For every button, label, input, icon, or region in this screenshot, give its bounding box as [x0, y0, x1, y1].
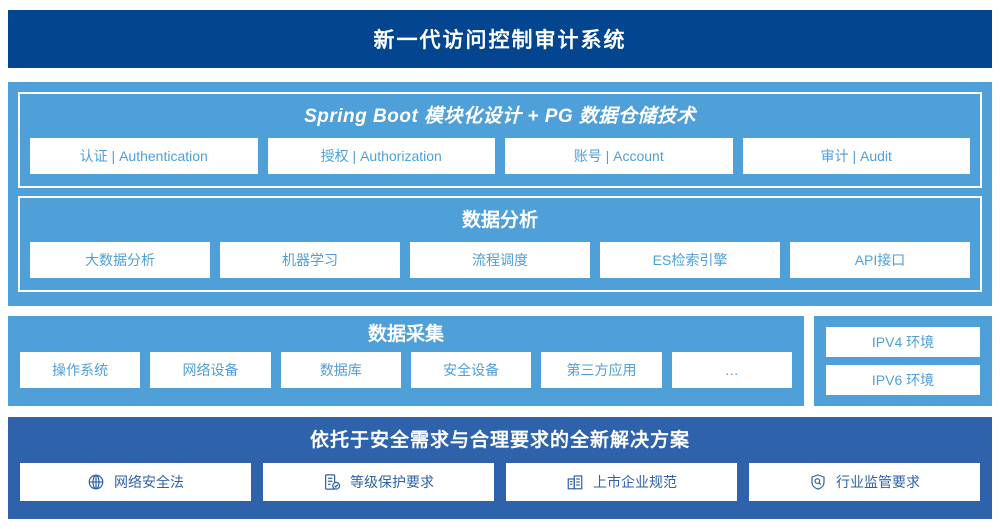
platform-panel-title: Spring Boot 模块化设计 + PG 数据仓储技术: [304, 106, 696, 127]
header-banner: 新一代访问控制审计系统: [8, 10, 992, 68]
compliance-card-label: 行业监管要求: [836, 474, 920, 490]
platform-card[interactable]: 审计 | Audit: [742, 138, 970, 174]
shield-search-icon: [809, 473, 827, 491]
collection-card-row: 操作系统 网络设备 数据库 安全设备 第三方应用 …: [20, 352, 792, 388]
collection-card-more[interactable]: …: [671, 352, 792, 388]
platform-card[interactable]: 认证 | Authentication: [30, 138, 258, 174]
collection-panel: 数据采集 操作系统 网络设备 数据库 安全设备 第三方应用 …: [8, 316, 804, 406]
analysis-card[interactable]: API接口: [790, 242, 970, 278]
globe-icon: [87, 473, 105, 491]
compliance-panel: 依托于安全需求与合理要求的全新解决方案 网络安全法: [8, 417, 992, 519]
collection-card[interactable]: 网络设备: [150, 352, 271, 388]
environment-card-ipv6[interactable]: IPV6 环境: [826, 365, 980, 395]
platform-card[interactable]: 账号 | Account: [505, 138, 733, 174]
platform-panel: Spring Boot 模块化设计 + PG 数据仓储技术 认证 | Authe…: [18, 92, 982, 188]
analysis-card[interactable]: 大数据分析: [30, 242, 210, 278]
collection-card[interactable]: 第三方应用: [541, 352, 662, 388]
upper-architecture-stack: Spring Boot 模块化设计 + PG 数据仓储技术 认证 | Authe…: [8, 82, 992, 306]
collection-card[interactable]: 数据库: [280, 352, 401, 388]
bank-building-icon: [566, 473, 584, 491]
analysis-card[interactable]: 机器学习: [220, 242, 400, 278]
environment-card-ipv4[interactable]: IPV4 环境: [826, 327, 980, 357]
analysis-card[interactable]: ES检索引擎: [600, 242, 780, 278]
collection-panel-title: 数据采集: [367, 324, 444, 345]
compliance-card-label: 上市企业规范: [593, 474, 677, 490]
compliance-card-label: 等级保护要求: [350, 474, 434, 490]
analysis-panel-title: 数据分析: [461, 210, 538, 231]
document-check-icon: [323, 473, 341, 491]
collection-card[interactable]: 操作系统: [20, 352, 141, 388]
analysis-panel: 数据分析 大数据分析 机器学习 流程调度 ES检索引擎 API接口: [18, 196, 982, 292]
compliance-panel-title: 依托于安全需求与合理要求的全新解决方案: [309, 430, 690, 451]
compliance-card-grade-protection[interactable]: 等级保护要求: [263, 463, 494, 501]
platform-card[interactable]: 授权 | Authorization: [267, 138, 495, 174]
environment-panel: IPV4 环境 IPV6 环境: [814, 316, 992, 406]
compliance-card-industry-regulation[interactable]: 行业监管要求: [749, 463, 980, 501]
compliance-card-row: 网络安全法 等级保护要求: [20, 463, 980, 501]
analysis-card-row: 大数据分析 机器学习 流程调度 ES检索引擎 API接口: [30, 242, 970, 278]
compliance-card-cybersecurity-law[interactable]: 网络安全法: [20, 463, 251, 501]
compliance-card-label: 网络安全法: [114, 474, 184, 490]
analysis-card[interactable]: 流程调度: [410, 242, 590, 278]
compliance-card-listed-enterprise[interactable]: 上市企业规范: [506, 463, 737, 501]
platform-card-row: 认证 | Authentication 授权 | Authorization 账…: [30, 138, 970, 174]
page-title: 新一代访问控制审计系统: [373, 29, 627, 52]
collection-row: 数据采集 操作系统 网络设备 数据库 安全设备 第三方应用 … IPV4 环境 …: [8, 316, 992, 406]
collection-card[interactable]: 安全设备: [410, 352, 532, 388]
